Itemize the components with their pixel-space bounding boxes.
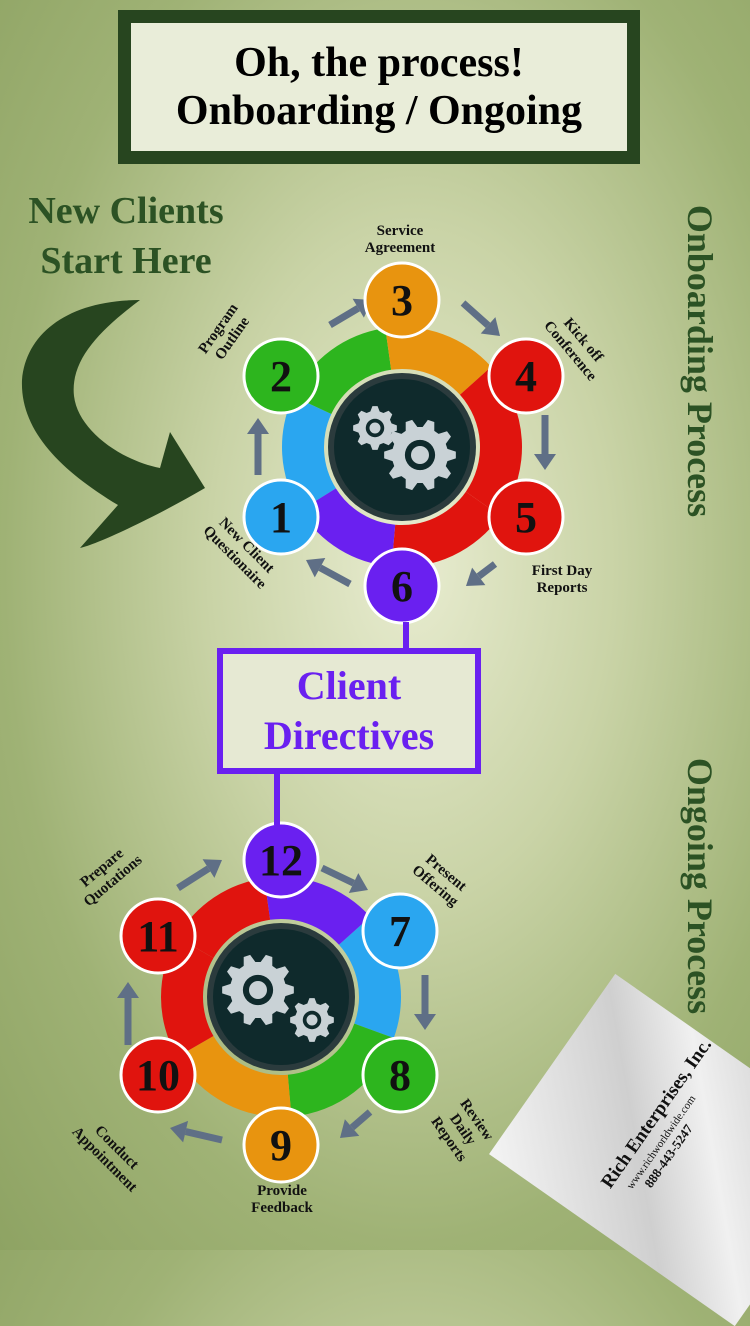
onboarding-ring-segment [391, 491, 501, 567]
onboarding-cycle: 1 2 3 4 5 6 [242, 261, 565, 625]
onboarding-flow-arrow-icon [306, 558, 352, 588]
gears-icon [384, 419, 456, 491]
step-1-number: 1 [270, 493, 292, 542]
step-4-circle [487, 337, 565, 415]
step-12-number: 12 [259, 836, 303, 885]
ongoing-flow-arrow-icon [340, 1109, 373, 1138]
step-5-label-line: Reports [536, 580, 588, 596]
step-1: 1 [242, 478, 320, 556]
start-here-label: New Clients Start Here [10, 186, 242, 286]
title-line-1: Oh, the process! [234, 40, 524, 86]
step-12: 12 [242, 821, 320, 899]
step-5-number: 5 [515, 493, 537, 542]
directives-line-1: Client [296, 663, 402, 708]
flow-arrows [117, 298, 556, 1144]
step-8: 8 [361, 1036, 439, 1114]
step-9-label-line: Provide [257, 1183, 307, 1199]
step-9-number: 9 [270, 1121, 292, 1170]
ongoing-flow-arrow-icon [117, 982, 139, 1045]
step-9: 9 [242, 1106, 320, 1184]
step-11-circle [119, 897, 197, 975]
step-6: 6 [363, 547, 441, 625]
onboarding-flow-arrow-icon [534, 415, 556, 470]
step-3-number: 3 [391, 276, 413, 325]
ongoing-cycle: 7 8 9 10 11 12 [119, 821, 439, 1184]
step-2: 2 [242, 337, 320, 415]
step-1-circle [242, 478, 320, 556]
step-5-circle [487, 478, 565, 556]
start-here-arrow-icon [21, 300, 205, 548]
step-8-circle [361, 1036, 439, 1114]
step-12-circle [242, 821, 320, 899]
ongoing-flow-arrow-icon [320, 864, 368, 894]
title-line-2: Onboarding / Ongoing [175, 88, 583, 134]
gears-icon [222, 954, 294, 1026]
step-2-number: 2 [270, 352, 292, 401]
ongoing-ring-segment [287, 1023, 394, 1117]
step-4-number: 4 [515, 352, 537, 401]
ongoing-flow-arrow-icon [414, 975, 436, 1030]
step-10-circle [119, 1036, 197, 1114]
ongoing-ring-segment [177, 878, 271, 958]
title-box: Oh, the process! Onboarding / Ongoing [118, 10, 640, 164]
step-6-circle [363, 547, 441, 625]
connectors [274, 622, 409, 825]
step-3-label-line: Agreement [364, 240, 436, 256]
start-here-line-1: New Clients [28, 190, 224, 232]
step-11: 11 [119, 897, 197, 975]
onboarding-process-label: Onboarding Process [680, 204, 720, 518]
step-2-circle [242, 337, 320, 415]
client-directives-box: Client Directives [217, 648, 481, 774]
start-here-line-2: Start Here [40, 240, 212, 282]
onboarding-ring-segment [385, 327, 492, 395]
ongoing-process-label: Ongoing Process [680, 757, 720, 1015]
step-5-label-line: First Day [531, 563, 593, 579]
step-11-number: 11 [137, 912, 179, 961]
onboarding-flow-arrow-icon [466, 561, 498, 586]
onboarding-ring-segment [293, 328, 392, 415]
step-3: 3 [363, 261, 441, 339]
step-10: 10 [119, 1036, 197, 1114]
step-4: 4 [487, 337, 565, 415]
step-7: 7 [361, 892, 439, 970]
step-6-number: 6 [391, 562, 413, 611]
directives-line-2: Directives [263, 713, 435, 758]
gears-icon [290, 998, 334, 1042]
onboarding-flow-arrow-icon [247, 418, 269, 475]
step-9-circle [242, 1106, 320, 1184]
step-10-number: 10 [136, 1051, 180, 1100]
step-3-circle [363, 261, 441, 339]
onboarding-flow-arrow-icon [460, 300, 500, 336]
step-5: 5 [487, 478, 565, 556]
step-9-label-line: Feedback [251, 1200, 313, 1216]
gears-icon [353, 406, 397, 450]
step-3-label-line: Service [376, 223, 424, 239]
step-7-number: 7 [389, 907, 411, 956]
ongoing-flow-arrow-icon [170, 1120, 223, 1144]
step-7-circle [361, 892, 439, 970]
ongoing-ring-segment [177, 1036, 292, 1117]
onboarding-ring-segment [300, 488, 396, 567]
step-8-number: 8 [389, 1051, 411, 1100]
ongoing-flow-arrow-icon [176, 859, 222, 891]
